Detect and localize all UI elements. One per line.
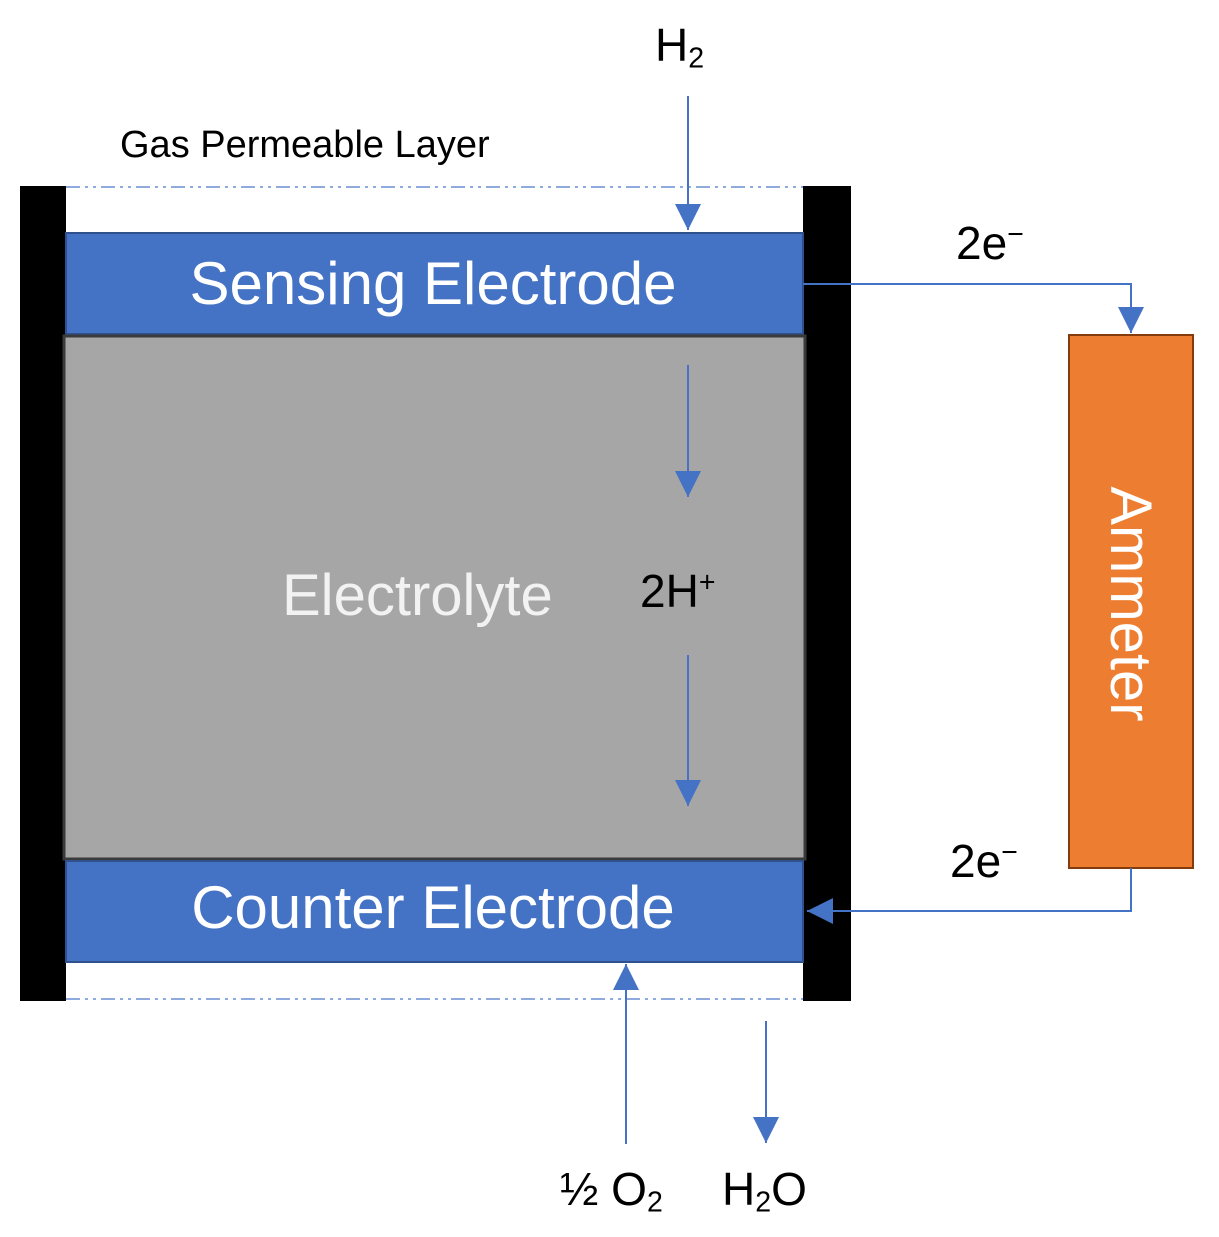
electron-path-top (803, 283, 1144, 333)
electrolyte-region (62, 334, 807, 861)
ammeter-box (1068, 334, 1194, 869)
left-housing-wall (20, 186, 66, 1001)
ammeter-label: Ammeter (1098, 486, 1163, 722)
counter-electrode-label: Counter Electrode (191, 874, 675, 941)
gas-permeable-layer-label: Gas Permeable Layer (120, 124, 490, 166)
sensing-electrode (65, 232, 804, 335)
h2-input-label: H2 (655, 19, 705, 75)
counter-electrode (65, 860, 804, 963)
proton-label: 2H+ (640, 565, 716, 617)
water-label: H2O (722, 1163, 807, 1219)
electrons-top-label: 2e− (956, 217, 1024, 269)
electrolyte-label: Electrolyte (282, 563, 553, 628)
sensing-electrode-label: Sensing Electrode (189, 250, 677, 317)
electron-path-bottom (807, 868, 1132, 924)
right-housing-wall (803, 186, 851, 1001)
electrons-bottom-label: 2e− (950, 835, 1018, 887)
oxygen-label: ½ O2 (560, 1163, 663, 1219)
